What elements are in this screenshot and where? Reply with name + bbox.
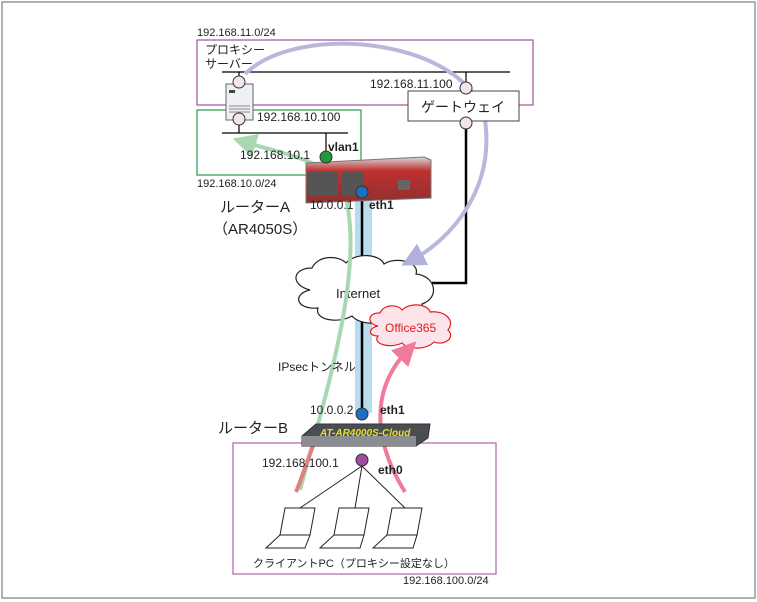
- eth1-port-icon: [355, 185, 369, 199]
- router-a-name: ルーターA: [220, 199, 290, 216]
- gateway-ip: 192.168.11.100: [370, 77, 453, 91]
- proxy-label: サーバー: [205, 57, 253, 71]
- router-b-name: ルーターB: [218, 420, 288, 437]
- router-a-model: （AR4050S）: [213, 221, 307, 238]
- gateway-port-icon: [459, 81, 473, 95]
- network-100-label: 192.168.100.0/24: [403, 575, 489, 587]
- router-a-wan-if: eth1: [369, 198, 394, 212]
- laptop-icon: [371, 507, 423, 549]
- proxy-label: プロキシー: [205, 43, 265, 57]
- network-10-label: 192.168.10.0/24: [197, 178, 277, 190]
- office365-label: Office365: [385, 321, 436, 335]
- network-11-label: 192.168.11.0/24: [197, 27, 276, 39]
- router-b-wan-if: eth1: [380, 403, 405, 417]
- router-b-eth0-icon: [355, 453, 369, 467]
- proxy-port-icon: [232, 112, 246, 126]
- router-b-wan-ip: 10.0.0.2: [310, 403, 354, 417]
- laptop-icon: [318, 507, 370, 549]
- router-a-vlan-if: vlan1: [328, 140, 359, 154]
- gateway-port-icon: [459, 116, 473, 130]
- proxy-port-icon: [232, 75, 246, 89]
- vlan1-port-icon: [319, 150, 333, 164]
- client-pcs: [264, 465, 423, 549]
- router-a: vlan1 192.168.10.1 10.0.0.1 eth1 ルーターA （…: [213, 140, 432, 238]
- gateway: ゲートウェイ 192.168.11.100: [370, 77, 520, 130]
- network-11: 192.168.11.0/24: [196, 27, 534, 106]
- tunnel-label: IPsecトンネル: [278, 360, 356, 374]
- office365-cloud: Office365: [369, 304, 452, 349]
- network-10: 192.168.10.0/24: [196, 109, 362, 190]
- proxy-ip: 192.168.10.100: [257, 110, 341, 124]
- clients-label: クライアントPC（プロキシー設定なし）: [253, 556, 455, 570]
- router-a-vlan-ip: 192.168.10.1: [240, 148, 310, 162]
- internet-label: Internet: [336, 286, 380, 301]
- router-b-lan-ip: 192.168.100.1: [262, 456, 339, 470]
- proxy-access-arrow: [232, 134, 353, 491]
- gateway-label: ゲートウェイ: [421, 99, 505, 115]
- gateway-internet-link: [432, 123, 468, 285]
- router-b: AT-AR4000S-Cloud 10.0.0.2 eth1 192.168.1…: [218, 403, 431, 477]
- proxy-server: プロキシー サーバー 192.168.10.100: [205, 43, 341, 126]
- router-b-lan-if: eth0: [378, 463, 403, 477]
- laptop-icon: [264, 507, 316, 549]
- router-b-eth1-icon: [355, 407, 369, 421]
- router-a-wan-ip: 10.0.0.1: [310, 198, 354, 212]
- router-b-device-label: AT-AR4000S-Cloud: [319, 428, 411, 439]
